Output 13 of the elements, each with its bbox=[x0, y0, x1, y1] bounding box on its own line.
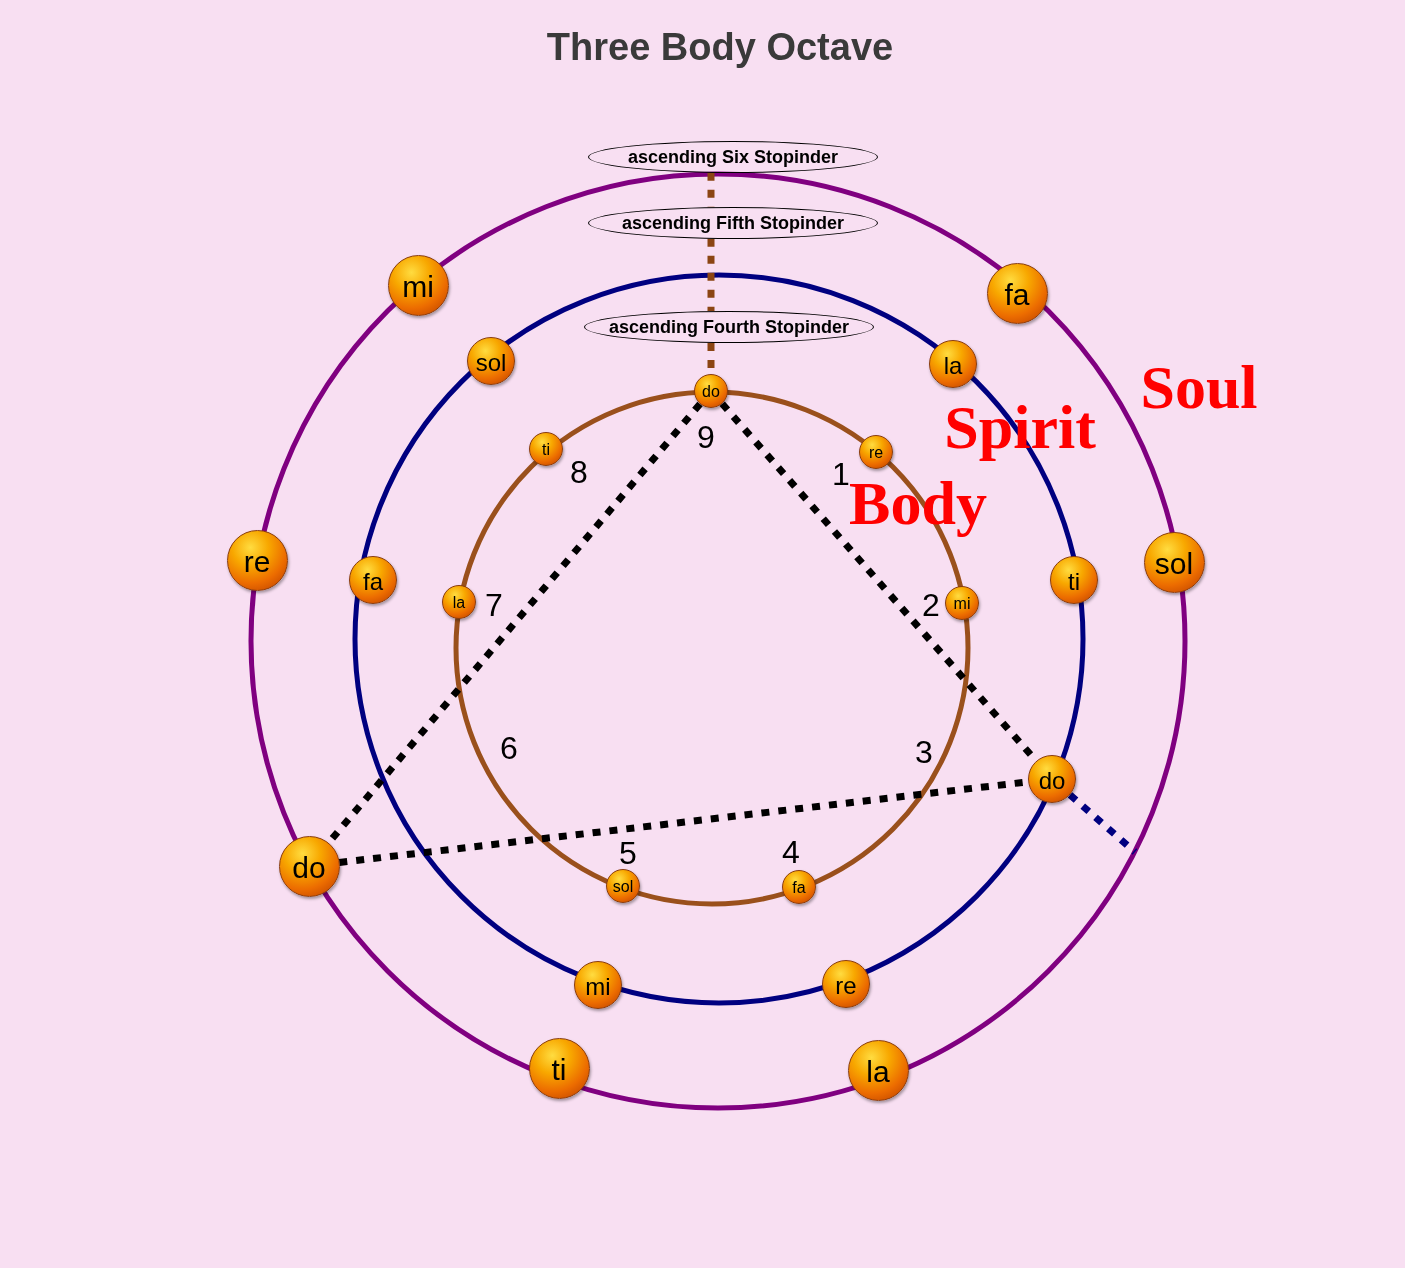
step-number: 2 bbox=[922, 589, 940, 621]
diagram-title: Three Body Octave bbox=[546, 28, 894, 66]
step-number: 5 bbox=[619, 837, 637, 869]
dotted-line bbox=[707, 238, 715, 312]
step-number: 9 bbox=[697, 421, 715, 453]
step-number: 7 bbox=[485, 589, 503, 621]
dotted-line bbox=[1067, 792, 1138, 855]
step-number: 1 bbox=[832, 458, 850, 490]
ring-label: Soul bbox=[1140, 356, 1258, 418]
step-number: 3 bbox=[915, 736, 933, 768]
step-number: 8 bbox=[570, 456, 588, 488]
step-number: 4 bbox=[782, 836, 800, 868]
step-number: 6 bbox=[500, 732, 518, 764]
